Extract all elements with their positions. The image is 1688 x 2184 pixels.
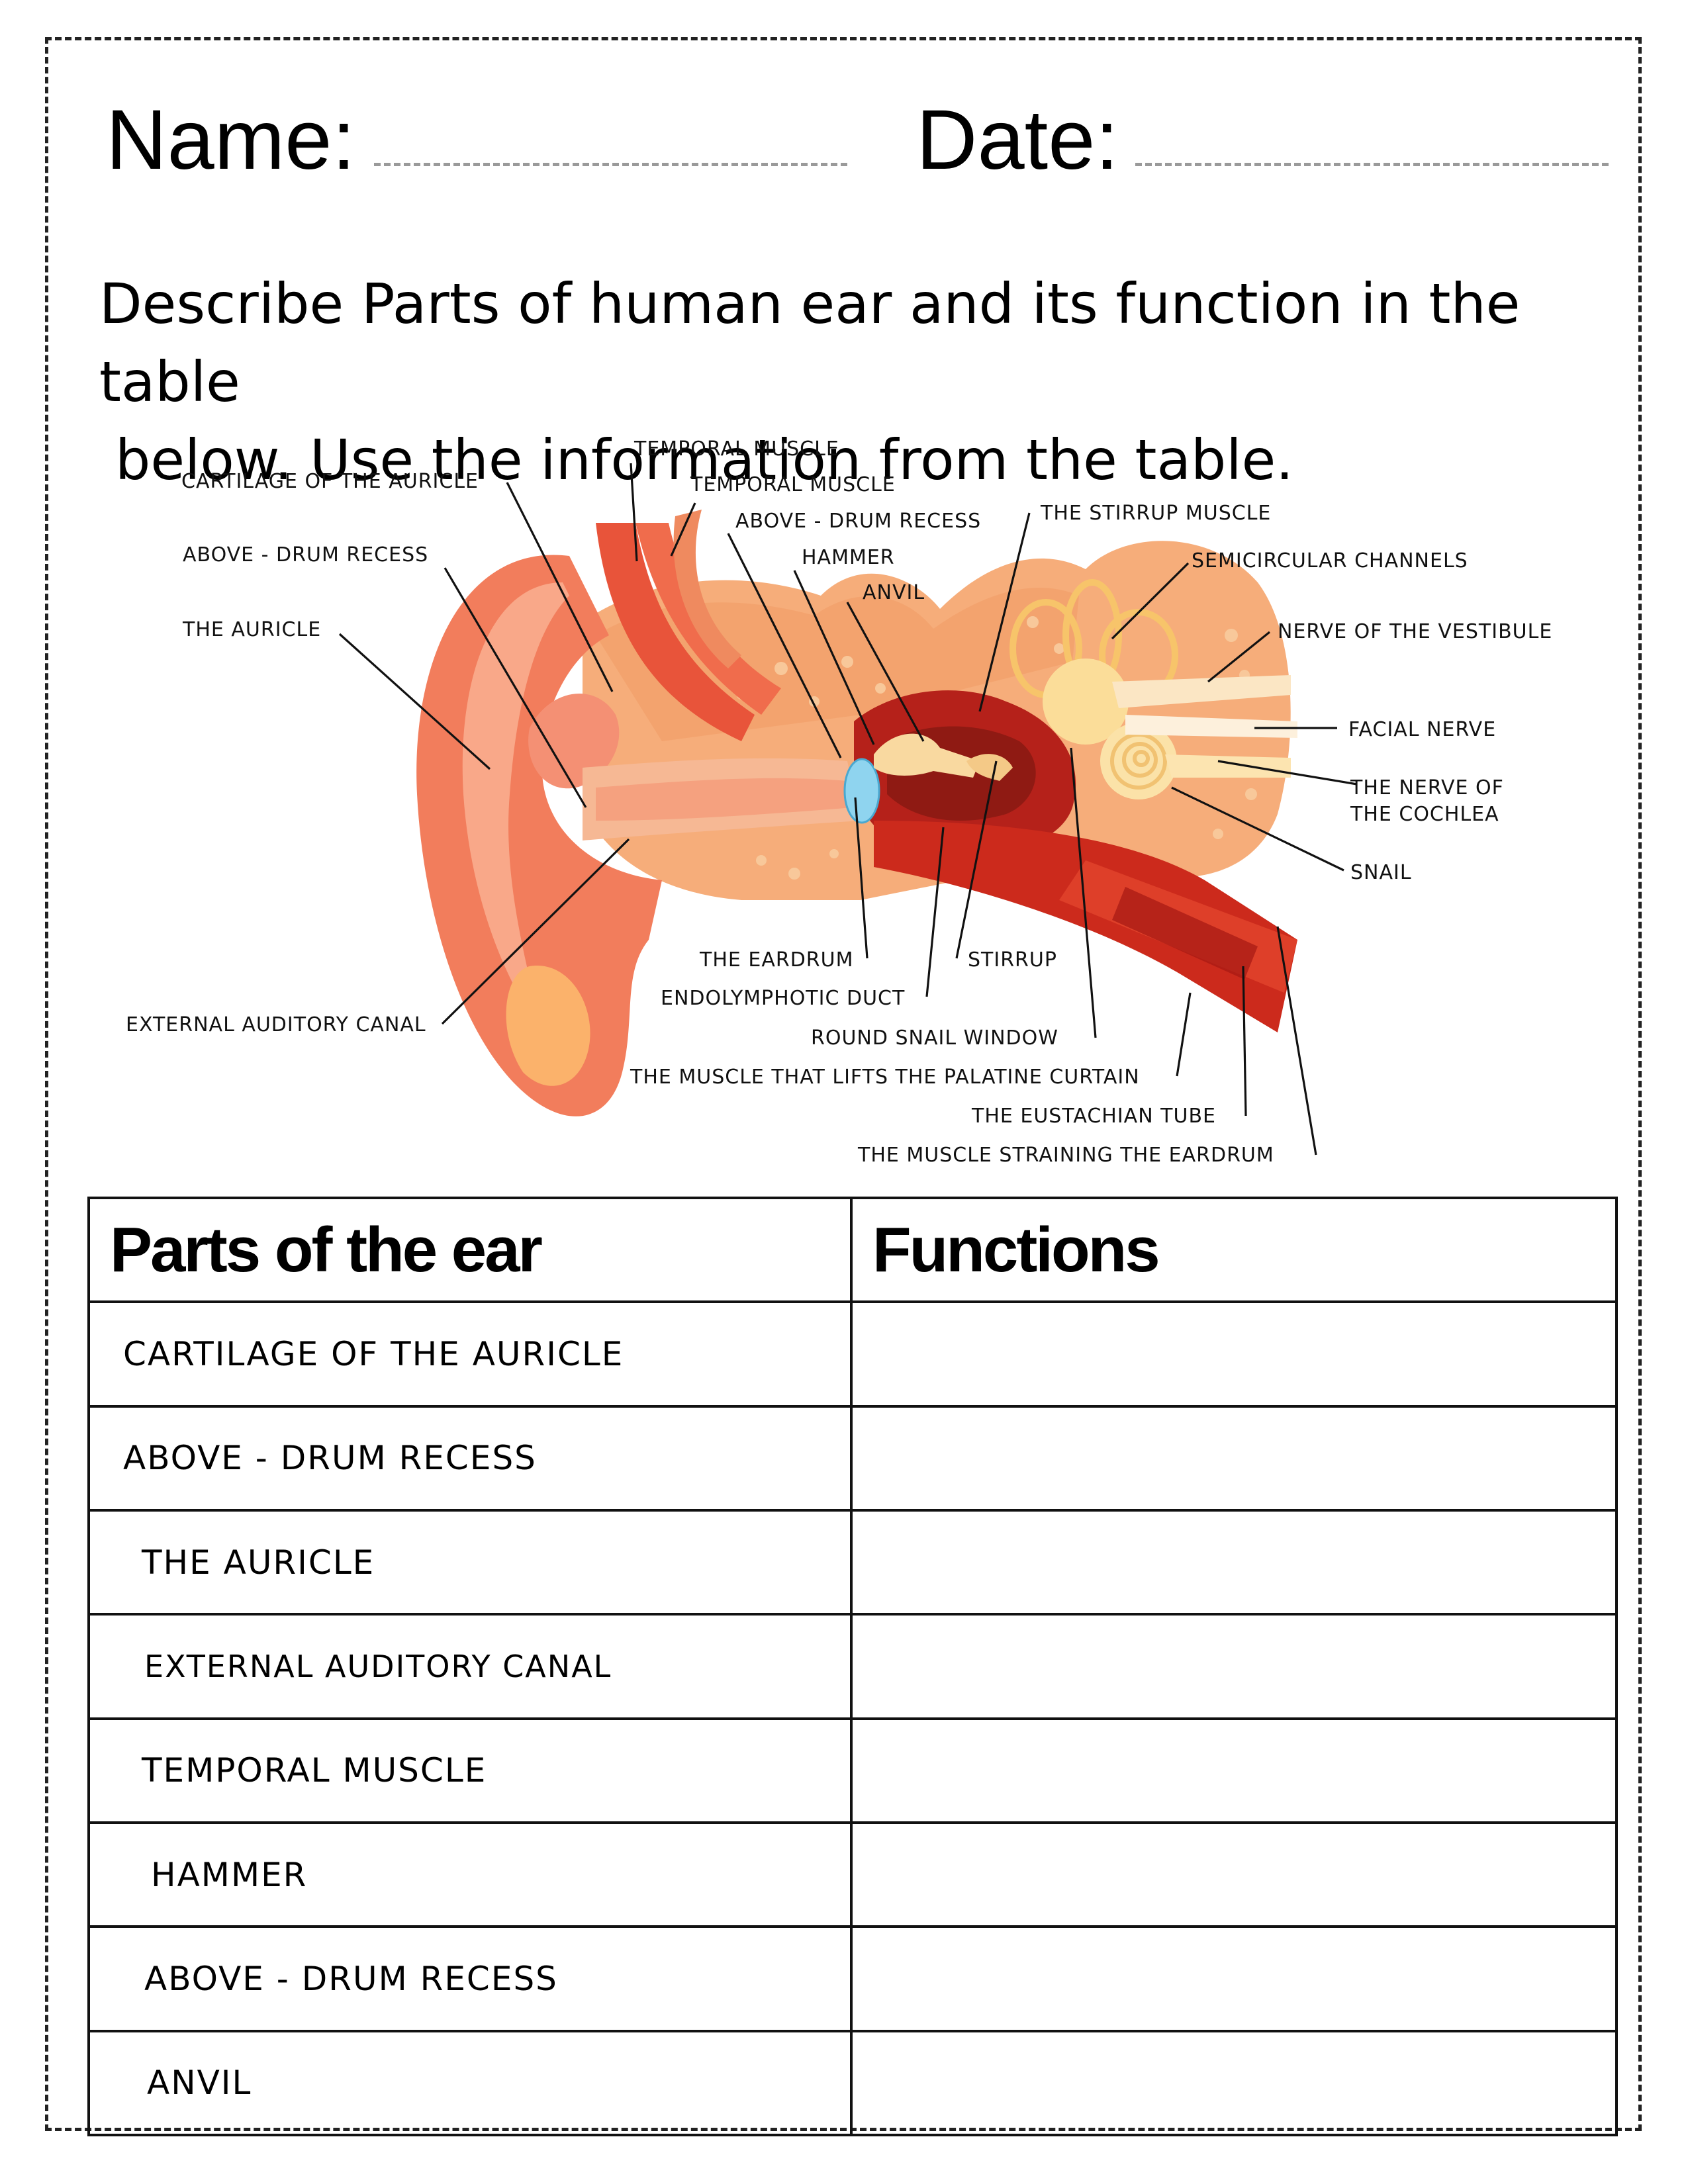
date-field[interactable] <box>1135 163 1609 166</box>
table-row: ANVIL <box>87 2029 1618 2137</box>
table-header-row: Parts of the ear Functions <box>87 1196 1618 1304</box>
label-snail: SNAIL <box>1350 861 1412 884</box>
function-cell[interactable] <box>850 1613 1618 1720</box>
label-muscle-straining-eardrum: THE MUSCLE STRAINING THE EARDRUM <box>857 1144 1274 1167</box>
instructions: Describe Parts of human ear and its func… <box>99 265 1622 499</box>
label-hammer: HAMMER <box>802 546 895 569</box>
instruction-line: Describe Parts of human ear and its func… <box>99 271 1521 414</box>
table-row: CARTILAGE OF THE AURICLE <box>87 1300 1618 1408</box>
part-cell: TEMPORAL MUSCLE <box>87 1717 853 1824</box>
column-header-functions: Functions <box>850 1196 1618 1304</box>
function-cell[interactable] <box>850 1404 1618 1512</box>
label-anvil: ANVIL <box>863 581 925 604</box>
name-field[interactable] <box>374 163 847 166</box>
label-eustachian-tube: THE EUSTACHIAN TUBE <box>971 1105 1216 1128</box>
function-cell[interactable] <box>850 1717 1618 1824</box>
label-nerve-of-the-vestibule: NERVE OF THE VESTIBULE <box>1278 620 1552 643</box>
name-label: Name: <box>106 93 355 187</box>
instruction-line: below. Use the information from the tabl… <box>115 428 1293 492</box>
table-row: TEMPORAL MUSCLE <box>87 1717 1618 1824</box>
leader-lines <box>338 463 1358 1156</box>
function-cell[interactable] <box>850 2029 1618 2137</box>
label-cartilage-of-the-auricle: CARTILAGE OF THE AURICLE <box>181 470 479 493</box>
part-cell: ABOVE - DRUM RECESS <box>87 1925 853 2032</box>
ear-parts-table: Parts of the ear Functions CARTILAGE OF … <box>87 1196 1618 2137</box>
table-row: ABOVE - DRUM RECESS <box>87 1925 1618 2032</box>
label-semicircular-channels: SEMICIRCULAR CHANNELS <box>1192 549 1468 572</box>
part-cell: THE AURICLE <box>87 1508 853 1616</box>
label-nerve-of-the-cochlea-2: THE COCHLEA <box>1350 803 1499 826</box>
table-row: EXTERNAL AUDITORY CANAL <box>87 1613 1618 1720</box>
table-row: ABOVE - DRUM RECESS <box>87 1404 1618 1512</box>
part-cell: ABOVE - DRUM RECESS <box>87 1404 853 1512</box>
function-cell[interactable] <box>850 1300 1618 1408</box>
label-palatine-curtain-muscle: THE MUSCLE THAT LIFTS THE PALATINE CURTA… <box>630 1066 1140 1089</box>
part-cell: ANVIL <box>87 2029 853 2137</box>
diagram-labels: TEMPORAL MUSCLE CARTILAGE OF THE AURICLE… <box>126 437 1552 1167</box>
part-cell: HAMMER <box>87 1821 853 1929</box>
label-the-eardrum: THE EARDRUM <box>699 948 853 972</box>
part-cell: CARTILAGE OF THE AURICLE <box>87 1300 853 1408</box>
function-cell[interactable] <box>850 1821 1618 1929</box>
label-temporal-muscle-2: TEMPORAL MUSCLE <box>690 473 896 496</box>
label-temporal-muscle-1: TEMPORAL MUSCLE <box>633 437 839 461</box>
label-round-snail-window: ROUND SNAIL WINDOW <box>811 1026 1058 1050</box>
label-external-auditory-canal: EXTERNAL AUDITORY CANAL <box>126 1013 426 1036</box>
label-above-drum-recess-1: ABOVE - DRUM RECESS <box>735 510 981 533</box>
label-endolymphotic-duct: ENDOLYMPHOTIC DUCT <box>661 987 905 1010</box>
ear-anatomy-diagram: TEMPORAL MUSCLE CARTILAGE OF THE AURICLE… <box>126 437 1552 1167</box>
label-facial-nerve: FACIAL NERVE <box>1348 718 1496 741</box>
part-cell: EXTERNAL AUDITORY CANAL <box>87 1613 853 1720</box>
function-cell[interactable] <box>850 1925 1618 2032</box>
label-stirrup-muscle: THE STIRRUP MUSCLE <box>1040 502 1271 525</box>
table-row: HAMMER <box>87 1821 1618 1929</box>
label-stirrup: STIRRUP <box>968 948 1057 972</box>
function-cell[interactable] <box>850 1508 1618 1616</box>
date-label: Date: <box>916 93 1119 187</box>
label-the-auricle: THE AURICLE <box>182 618 321 641</box>
column-header-parts: Parts of the ear <box>87 1196 853 1304</box>
label-nerve-of-the-cochlea-1: THE NERVE OF <box>1350 776 1504 799</box>
table-row: THE AURICLE <box>87 1508 1618 1616</box>
label-above-drum-recess-2: ABOVE - DRUM RECESS <box>183 543 428 567</box>
